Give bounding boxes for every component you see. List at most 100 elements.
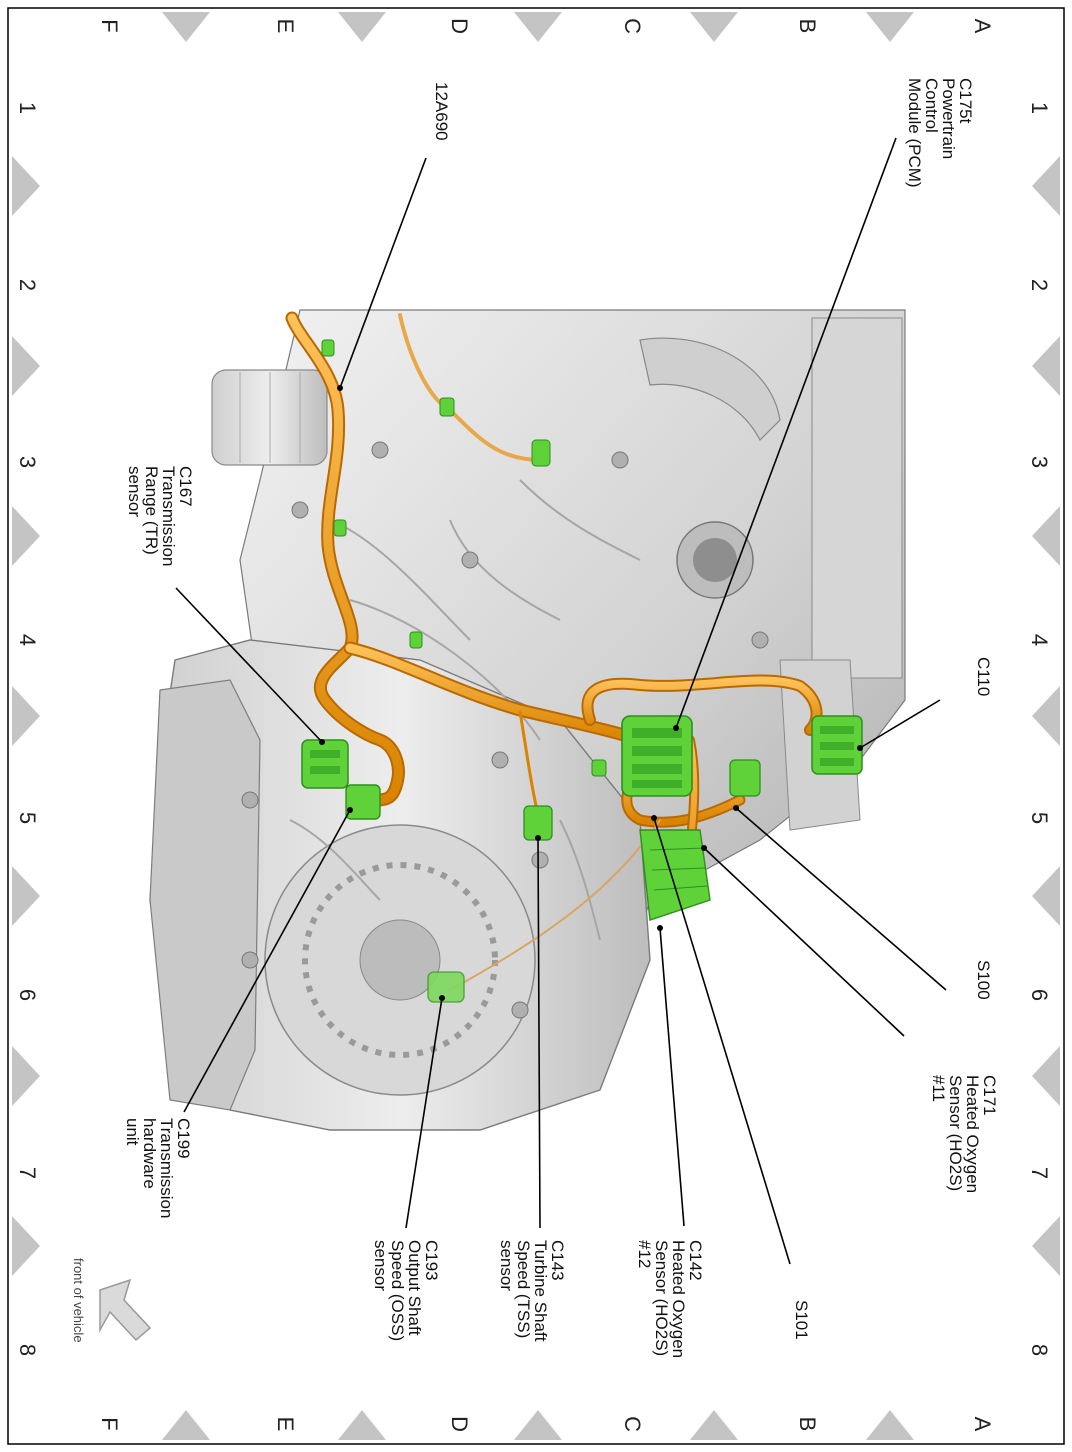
grid-row-labels-bottom: A B C D E F: [97, 1416, 995, 1432]
callout-line: #11: [929, 1075, 948, 1102]
oil-filter: [211, 369, 328, 466]
grid-row-label: D: [447, 18, 472, 34]
grid-col-label: 7: [1027, 1167, 1052, 1179]
grid-col-label: 7: [15, 1167, 40, 1179]
grid-column-labels-left: 1 2 3 4 5 6 7 8: [15, 102, 40, 1356]
throttle-bore: [693, 538, 737, 582]
callout-line: C193: [422, 1240, 441, 1281]
callout-line: hardware: [140, 1118, 159, 1189]
callout-line: C175t: [956, 78, 975, 124]
leader-lines: [175, 137, 947, 1265]
callout-line: Range (TR): [142, 466, 161, 555]
leader-s100: [735, 807, 947, 991]
grid-row-label: F: [97, 1417, 122, 1430]
leader-c142: [659, 927, 685, 1227]
leader-c110: [859, 699, 941, 749]
leader-dot: [657, 925, 663, 931]
front-of-vehicle-indicator: front of vehicle: [71, 1258, 152, 1343]
callout-line: C199: [174, 1118, 193, 1159]
grid-col-label: 6: [1027, 989, 1052, 1001]
callout-line: Sensor (HO2S): [652, 1240, 671, 1356]
leader-c193: [405, 997, 443, 1229]
callout-line: Transmission: [157, 1118, 176, 1218]
callout-line: unit: [123, 1118, 142, 1146]
callout-line: sensor: [497, 1240, 516, 1291]
connector-c142: [639, 829, 711, 921]
grid-row-label: C: [620, 1416, 645, 1432]
grid-col-label: 5: [15, 812, 40, 824]
housing-detail-lines: [289, 479, 641, 941]
callout-line: S101: [792, 1300, 811, 1340]
callout-s100: S100: [974, 960, 993, 1000]
grid-row-label: B: [795, 19, 820, 34]
grid-row-label: E: [273, 1417, 298, 1432]
callout-line: Sensor (HO2S): [946, 1075, 965, 1191]
leader-dot: [733, 805, 739, 811]
callout-line: Control: [922, 78, 941, 133]
grid-col-label: 8: [1027, 1344, 1052, 1356]
leader-c199: [183, 809, 351, 1113]
intake-tube: [639, 337, 781, 442]
border-triangles: [12, 12, 1060, 1440]
grid-col-label: 4: [1027, 634, 1052, 646]
grid-col-label: 6: [15, 989, 40, 1001]
bolt-heads: [241, 441, 769, 1019]
grid-col-label: 2: [15, 279, 40, 291]
callout-c142: C142 Heated Oxygen Sensor (HO2S) #12: [635, 1240, 705, 1358]
callout-line: C142: [686, 1240, 705, 1281]
callout-s101: S101: [792, 1300, 811, 1340]
callout-line: Turbine Shaft: [531, 1240, 550, 1342]
connector-c167: [301, 739, 349, 789]
harness-loop-c110-fill: [583, 676, 821, 734]
side-cover: [149, 679, 261, 1111]
connector-c110: [811, 715, 863, 775]
leader-dot: [337, 385, 343, 391]
grid-col-label: 3: [15, 456, 40, 468]
connectors: [301, 339, 863, 1003]
grid-col-label: 8: [15, 1344, 40, 1356]
grid-row-label: B: [795, 1417, 820, 1432]
leader-dot: [701, 845, 707, 851]
callout-line: sensor: [371, 1240, 390, 1291]
leader-dot: [857, 745, 863, 751]
grid-col-label: 1: [15, 102, 40, 114]
grid-col-label: 2: [1027, 279, 1052, 291]
grid-col-label: 4: [15, 634, 40, 646]
callout-c171: C171 Heated Oxygen Sensor (HO2S) #11: [929, 1075, 999, 1193]
leader-dot: [347, 807, 353, 813]
callout-line: C167: [176, 466, 195, 507]
bell-housing-hub: [359, 919, 441, 1001]
grid-col-label: 3: [1027, 456, 1052, 468]
connector-c171: [729, 759, 761, 797]
connector-c175t: [621, 715, 693, 797]
engine-illustration: [149, 309, 906, 1131]
callout-line: sensor: [125, 466, 144, 517]
callout-line: S100: [974, 960, 993, 1000]
leader-c175t: [675, 137, 897, 729]
grid-row-labels-top: A B C D E F: [97, 18, 995, 34]
callout-c175t: C175t Powertrain Control Module (PCM): [905, 78, 975, 188]
callout-line: Heated Oxygen: [669, 1240, 688, 1358]
callout-line: Speed (TSS): [514, 1240, 533, 1338]
callout-line: 12A690: [432, 82, 451, 141]
callout-12a690: 12A690: [432, 82, 451, 141]
harness-clips: [321, 339, 607, 777]
leader-c143: [537, 837, 541, 1229]
grid-row-label: D: [447, 1416, 472, 1432]
leader-12a690: [339, 157, 427, 389]
grid-col-label: 1: [1027, 102, 1052, 114]
callout-line: Speed (OSS): [388, 1240, 407, 1341]
leader-dot: [439, 995, 445, 1001]
grid-col-label: 5: [1027, 812, 1052, 824]
grid-row-label: C: [620, 18, 645, 34]
leader-dot: [673, 725, 679, 731]
callout-c199: C199 Transmission hardware unit: [123, 1118, 193, 1218]
callout-line: C143: [548, 1240, 567, 1281]
connector-c143: [523, 805, 553, 841]
harness-branch-pcm-fill: [345, 643, 645, 745]
front-arrow-icon: [99, 1278, 152, 1342]
callout-c143: C143 Turbine Shaft Speed (TSS) sensor: [497, 1240, 567, 1342]
callout-line: C171: [980, 1075, 999, 1116]
connector-c199: [345, 784, 381, 820]
